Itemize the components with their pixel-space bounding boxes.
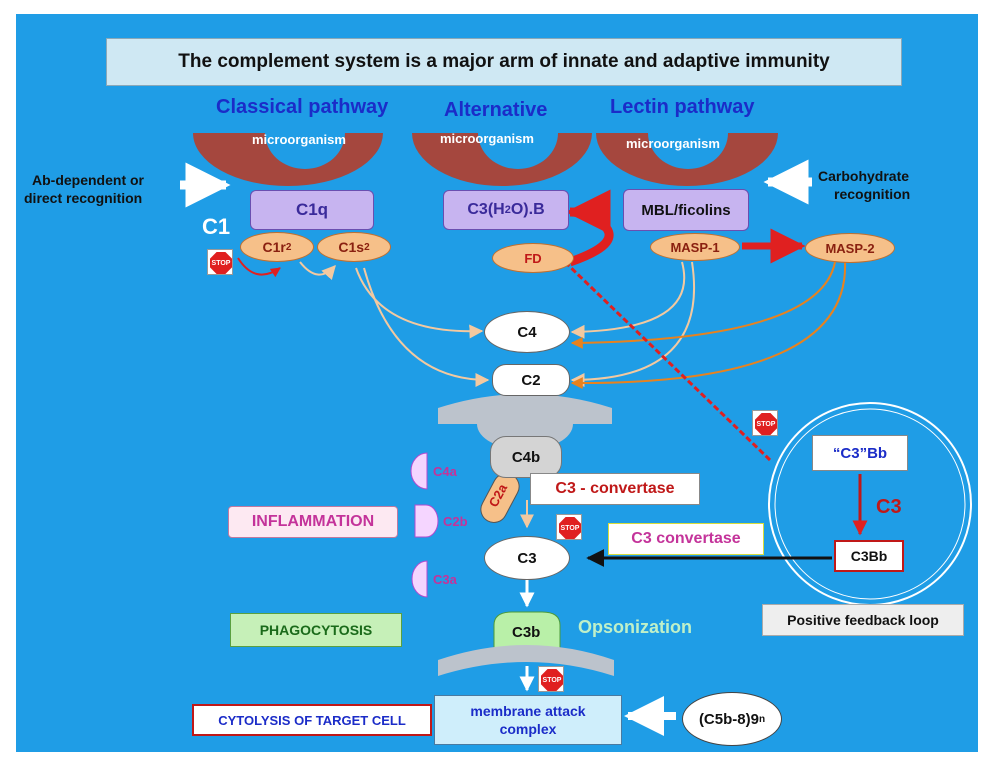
microorganism-label-classical: microorganism bbox=[252, 132, 346, 147]
recognition-left-line1: Ab-dependent or bbox=[32, 172, 144, 188]
c3h2o-subscript: 2 bbox=[504, 204, 511, 216]
feedback-loop-circle-outer bbox=[768, 402, 972, 606]
c4b-label: C4b bbox=[511, 448, 541, 466]
stop-sign-c3: STOP bbox=[556, 514, 582, 540]
c3-convertase-box-1: C3 - convertase bbox=[530, 473, 700, 505]
stop-sign-feedback-text: STOP bbox=[755, 413, 777, 435]
c1-loop-arrow bbox=[237, 257, 281, 278]
c3bb-quoted-box: “C3”Bb bbox=[812, 435, 908, 471]
pathway-classical: Classical pathway bbox=[216, 96, 389, 118]
inflammation-box: INFLAMMATION bbox=[228, 506, 398, 538]
page-title: The complement system is a major arm of … bbox=[178, 51, 830, 72]
c3bb-box: C3Bb bbox=[834, 540, 904, 572]
mac-box: membrane attack complex bbox=[434, 695, 622, 745]
mbl-box: MBL/ficolins bbox=[623, 189, 749, 231]
c4a-shape bbox=[410, 452, 428, 490]
c3a-shape bbox=[411, 560, 428, 598]
masp1-to-c2-arrow bbox=[570, 261, 696, 387]
phagocytosis-box: PHAGOCYTOSIS bbox=[230, 613, 402, 647]
c1r-c1s-arrow bbox=[299, 261, 336, 281]
microorganism-shape-alternative bbox=[412, 133, 592, 186]
inflammation-label: INFLAMMATION bbox=[251, 513, 375, 530]
c3-node: C3 bbox=[484, 536, 570, 580]
c2-label: C2 bbox=[521, 371, 541, 389]
recognition-right-line1: Carbohydrate bbox=[818, 168, 910, 184]
cytolysis-box: CYTOLYSIS OF TARGET CELL bbox=[192, 704, 432, 736]
c4-label: C4 bbox=[517, 323, 537, 341]
c3-feedback-label: C3 bbox=[876, 496, 902, 518]
c5b8-label: (C5b-8)9 bbox=[698, 710, 759, 728]
membrane-arc-upper bbox=[438, 394, 612, 450]
c1q-box: C1q bbox=[250, 190, 374, 230]
opsonization-label: Opsonization bbox=[578, 617, 692, 637]
stop-sign-mac-text: STOP bbox=[541, 669, 563, 691]
title-box: The complement system is a major arm of … bbox=[106, 38, 902, 86]
c3h2o-label-prefix: C3(H bbox=[467, 201, 505, 218]
c2-node: C2 bbox=[492, 364, 570, 396]
masp2-ellipse: MASP-2 bbox=[805, 233, 895, 263]
c1r2-label: C1r bbox=[262, 239, 286, 255]
masp2-to-c4-arrow bbox=[570, 261, 836, 349]
c3bb-label: C3Bb bbox=[850, 548, 888, 564]
fd-inhibition-line bbox=[563, 260, 772, 462]
mbl-label: MBL/ficolins bbox=[641, 201, 731, 219]
masp1-ellipse: MASP-1 bbox=[650, 233, 740, 261]
recognition-right-line2: recognition bbox=[834, 186, 911, 202]
c5b8-subscript: n bbox=[758, 713, 766, 725]
microorganism-label-alternative: microorganism bbox=[440, 131, 534, 146]
c1q-label: C1q bbox=[295, 200, 329, 219]
stop-sign-c1: STOP bbox=[207, 249, 233, 275]
c1s2-subscript: 2 bbox=[364, 241, 370, 253]
membrane-arc-lower bbox=[438, 645, 614, 676]
recognition-left-line2: direct recognition bbox=[24, 190, 143, 206]
c4-node: C4 bbox=[484, 311, 570, 353]
c3b-label: C3b bbox=[512, 624, 541, 641]
fd-activation-arrow bbox=[565, 189, 614, 267]
mac-label-line1: membrane attack bbox=[470, 703, 586, 719]
c1s-to-c2-arrow bbox=[363, 267, 490, 387]
microorganism-label-lectin: microorganism bbox=[626, 136, 720, 151]
pathway-lectin: Lectin pathway bbox=[610, 96, 755, 118]
c2b-shape bbox=[414, 504, 439, 538]
mac-label-line2: complex bbox=[499, 721, 557, 737]
feedback-loop-circle-inner bbox=[774, 408, 966, 600]
masp1-label: MASP-1 bbox=[670, 239, 720, 255]
c3h2o-label-suffix: O).B bbox=[510, 201, 545, 218]
c3-convertase-label-1: C3 - convertase bbox=[555, 480, 675, 497]
c3b-shape bbox=[493, 611, 561, 651]
feedback-loop-box: Positive feedback loop bbox=[762, 604, 964, 636]
microorganism-shape-classical bbox=[193, 133, 383, 186]
stop-sign-c1-text: STOP bbox=[210, 252, 232, 274]
stop-sign-mac: STOP bbox=[538, 666, 564, 692]
cytolysis-label: CYTOLYSIS OF TARGET CELL bbox=[218, 712, 406, 728]
c1s-to-c4-arrow bbox=[355, 267, 484, 339]
c1-label: C1 bbox=[202, 214, 231, 239]
c2b-label: C2b bbox=[443, 514, 468, 529]
microorganism-shape-lectin bbox=[596, 133, 778, 186]
c1s2-label: C1s bbox=[338, 239, 365, 255]
stop-sign-feedback: STOP bbox=[752, 410, 778, 436]
c1r2-subscript: 2 bbox=[285, 241, 292, 253]
masp2-label: MASP-2 bbox=[825, 240, 875, 256]
stop-sign-c3-text: STOP bbox=[559, 517, 581, 539]
fd-ellipse: FD bbox=[492, 243, 574, 273]
c3-label: C3 bbox=[517, 549, 537, 567]
feedback-loop-label: Positive feedback loop bbox=[787, 612, 939, 628]
fd-label: FD bbox=[524, 250, 542, 266]
phagocytosis-label: PHAGOCYTOSIS bbox=[259, 622, 373, 638]
pathway-alternative: Alternative bbox=[444, 99, 548, 121]
c4b-node: C4b bbox=[490, 436, 562, 478]
c4a-label: C4a bbox=[433, 464, 457, 479]
masp2-to-c2-arrow bbox=[570, 261, 847, 390]
c3-convertase-label-2: C3 convertase bbox=[631, 530, 741, 547]
c3-convertase-box-2: C3 convertase bbox=[608, 523, 764, 555]
c3a-label: C3a bbox=[433, 572, 457, 587]
c3bb-quoted-label: “C3”Bb bbox=[832, 444, 888, 462]
masp1-to-c4-arrow bbox=[570, 261, 686, 339]
